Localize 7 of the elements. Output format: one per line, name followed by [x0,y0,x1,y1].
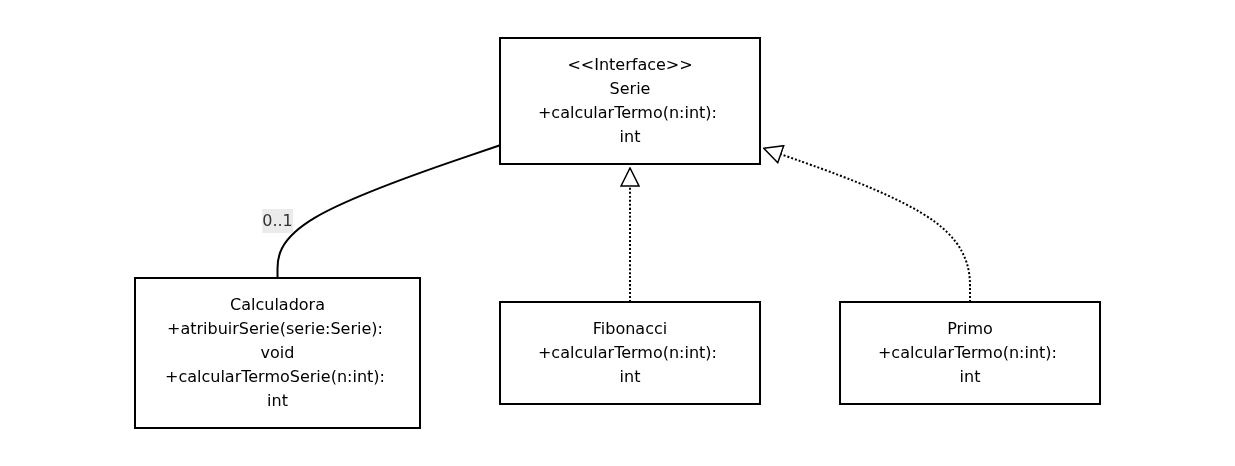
node-box: <<Interface>> Serie +calcularTermo(n:int): int [499,37,761,165]
arrow [762,144,971,303]
edge-label: 0..1 [262,211,293,230]
node-box: Primo +calcularTermo(n:int): int [839,301,1101,405]
node-box: Calculadora +atribuirSerie(serie:Serie): void +calcularTermoSerie(n:int): int [134,277,421,429]
arrow [620,167,640,303]
node-box: Fibonacci +calcularTermo(n:int): int [499,301,761,405]
